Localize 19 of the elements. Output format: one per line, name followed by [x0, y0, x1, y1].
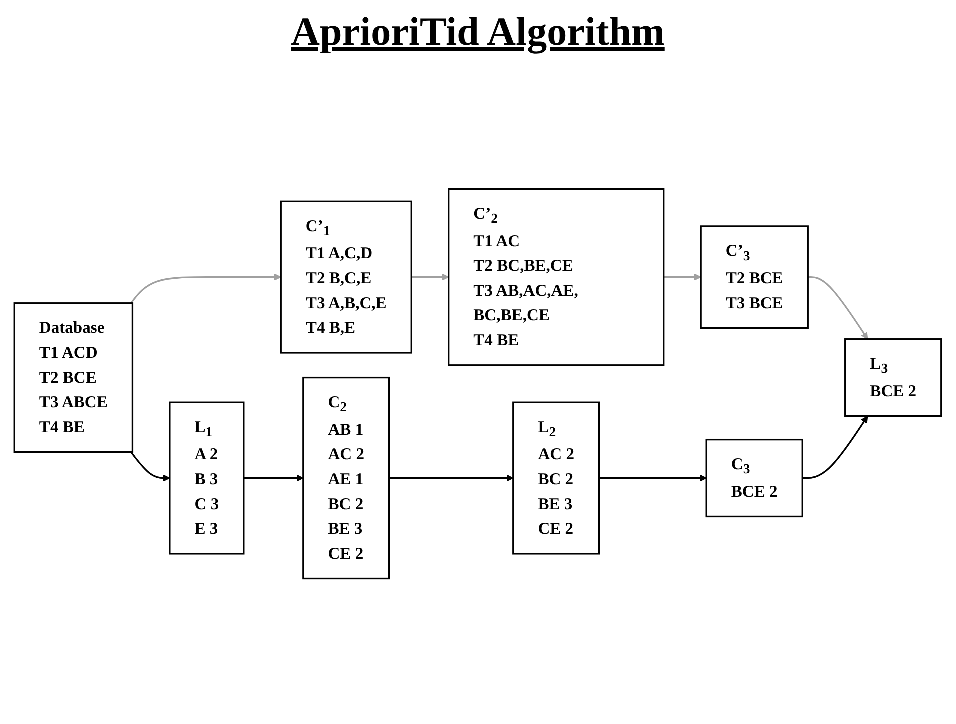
- node-box: C$_{2}$ AB 1 AC 2 AE 1 BC 2 BE 3 CE 2: [302, 376, 390, 580]
- arrow: [664, 274, 702, 281]
- node-box: L$_{1}$ A 2 B 3 C 3 E 3: [169, 402, 245, 555]
- diagram-title: AprioriTid Algorithm: [290, 8, 666, 55]
- node-box: Database T1 ACD T2 BCE T3 ABCE T4 BE: [14, 302, 134, 454]
- node-box: C’$_{3}$ T2 BCE T3 BCE: [700, 226, 809, 329]
- arrow: [130, 452, 170, 482]
- node-box: C’$_{2}$ T1 AC T2 BC,BE,CE T3 AB,AC,AE, BC,BE,CE T4 BE: [448, 188, 665, 366]
- node-box: C$_{3}$ BCE 2: [706, 439, 804, 518]
- arrow: [389, 474, 514, 482]
- node-box: L$_{2}$ AC 2 BC 2 BE 3 CE 2: [512, 402, 600, 555]
- arrow: [244, 474, 304, 482]
- arrow: [599, 474, 707, 482]
- node-box: C’$_{1}$ T1 A,C,D T2 B,C,E T3 A,B,C,E T4 B,E: [280, 200, 412, 354]
- arrow: [130, 274, 282, 304]
- arrow: [802, 416, 868, 480]
- arrow: [808, 276, 868, 340]
- arrow: [412, 274, 450, 281]
- node-box: L$_{3}$ BCE 2: [844, 338, 942, 418]
